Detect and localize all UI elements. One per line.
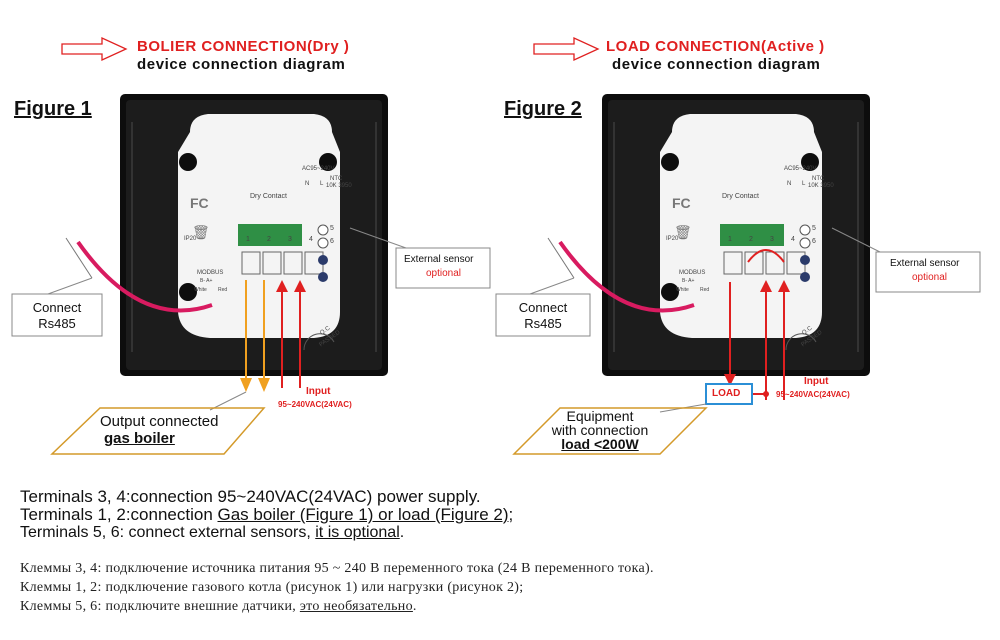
rs485-text: Rs485 xyxy=(524,316,562,331)
output-line1: Output connected xyxy=(100,413,219,430)
n-label: N xyxy=(305,181,310,187)
ip-label: IP20 xyxy=(666,236,679,242)
n-label: N xyxy=(787,181,792,187)
screw-icon xyxy=(800,272,810,282)
red-label: Red xyxy=(700,287,710,293)
note-ru-2: Клеммы 1, 2: подключение газового котла … xyxy=(20,580,524,595)
input-text: Input xyxy=(804,376,829,387)
terminal-1: 1 xyxy=(246,236,250,243)
rs485-cable xyxy=(558,240,695,313)
ntc-label: NTC xyxy=(812,176,825,182)
terminal-3: 3 xyxy=(288,236,292,243)
terminal-block xyxy=(720,224,784,246)
sensor-callout xyxy=(395,247,491,289)
screw-icon xyxy=(318,272,328,282)
dry-contact-label: Dry Contact xyxy=(250,193,287,200)
note-en-2: Terminals 1, 2:connection Gas boiler (Fi… xyxy=(20,505,513,525)
load-box xyxy=(705,383,753,405)
rs485-cable xyxy=(76,240,213,313)
note-ru-3: Клеммы 5, 6: подключите внешние датчики,… xyxy=(20,599,417,615)
device-voltage: AC95~240V xyxy=(784,166,817,172)
ntc-label: NTC xyxy=(330,176,343,182)
arrow-outline-icon xyxy=(61,36,128,62)
sensor-callout xyxy=(875,251,981,293)
terminal-4: 4 xyxy=(791,236,795,243)
note-ru-3-c: . xyxy=(412,599,417,614)
terminal-4: 4 xyxy=(309,236,313,243)
header-subtitle: device connection diagram xyxy=(137,56,346,73)
left-wiring xyxy=(11,227,491,455)
optional-text: optional xyxy=(912,272,948,283)
jumper-wire xyxy=(747,249,785,263)
input-text: Input xyxy=(306,386,331,397)
weee-bin-icon: 🗑 xyxy=(192,224,210,240)
note-en-3-b: it is optional xyxy=(315,524,400,541)
sensor-6: 6 xyxy=(812,238,816,245)
bus-ab-label: B- A+ xyxy=(682,278,695,284)
header-title: BOLIER CONNECTION(Dry ) xyxy=(137,38,350,55)
connect-callout xyxy=(495,293,591,337)
sensor-5: 5 xyxy=(330,225,334,232)
note-en-2-c: ; xyxy=(508,505,514,524)
terminal-2: 2 xyxy=(267,236,271,243)
sensor-5: 5 xyxy=(812,225,816,232)
external-sensor-text: External sensor xyxy=(404,254,474,265)
modbus-label: MODBUS xyxy=(197,270,224,276)
bus-ab-label: B- A+ xyxy=(200,278,213,284)
note-en-3-c: . xyxy=(399,524,405,541)
red-label: Red xyxy=(218,287,228,293)
terminal-1: 1 xyxy=(728,236,732,243)
connect-text: Connect xyxy=(518,300,568,315)
device-voltage: AC95~240V xyxy=(302,166,335,172)
arrow-outline-icon xyxy=(533,36,600,62)
header-subtitle: device connection diagram xyxy=(612,56,821,73)
dry-contact-label: Dry Contact xyxy=(722,193,759,200)
voltage-text: 95~240VAC(24VAC) xyxy=(278,400,352,409)
header-title: LOAD CONNECTION(Active ) xyxy=(606,38,825,55)
white-label: White xyxy=(194,287,207,293)
modbus-label: MODBUS xyxy=(679,270,706,276)
figure-label: Figure 2 xyxy=(504,98,582,120)
note-ru-1: Клеммы 3, 4: подключение источника питан… xyxy=(20,561,654,576)
load-label: LOAD xyxy=(712,388,741,399)
equipment-line2: with connection xyxy=(551,422,649,438)
ntc-model: 10K 3950 xyxy=(808,183,834,189)
note-ru-3-a: Клеммы 5, 6: подключите внешние датчики, xyxy=(20,599,300,614)
equipment-line3: load <200W xyxy=(561,436,639,452)
thermostat-device xyxy=(602,94,870,376)
note-en-3-a: Terminals 5, 6: connect external sensors… xyxy=(20,524,316,541)
l-label: L xyxy=(320,181,324,187)
fcc-icon: FC xyxy=(190,195,209,211)
note-en-2-b: Gas boiler (Figure 1) or load (Figure 2) xyxy=(217,505,509,524)
note-en-1: Terminals 3, 4:connection 95~240VAC(24VA… xyxy=(20,487,481,506)
rs485-text: Rs485 xyxy=(38,316,76,331)
note-en-3: Terminals 5, 6: connect external sensors… xyxy=(20,524,404,542)
white-label: White xyxy=(676,287,689,293)
terminal-block xyxy=(238,224,302,246)
right-wiring xyxy=(495,227,981,455)
connect-text: Connect xyxy=(32,300,82,315)
note-ru-3-b: это необязательно xyxy=(299,599,413,614)
equipment-line1: Equipment xyxy=(566,408,634,424)
ip-label: IP20 xyxy=(184,236,197,242)
output-line2: gas boiler xyxy=(104,430,175,447)
sensor-6: 6 xyxy=(330,238,334,245)
note-en-2-a: Terminals 1, 2:connection xyxy=(20,505,218,524)
external-sensor-text: External sensor xyxy=(890,258,960,269)
l-label: L xyxy=(802,181,806,187)
optional-text: optional xyxy=(426,268,462,279)
ntc-model: 10K 3950 xyxy=(326,183,352,189)
voltage-text: 95~240VAC(24VAC) xyxy=(776,390,850,399)
connect-callout xyxy=(11,293,103,337)
terminal-3: 3 xyxy=(770,236,774,243)
terminal-2: 2 xyxy=(749,236,753,243)
fcc-icon: FC xyxy=(672,195,691,211)
weee-bin-icon: 🗑 xyxy=(674,224,692,240)
figure-label: Figure 1 xyxy=(14,98,92,120)
